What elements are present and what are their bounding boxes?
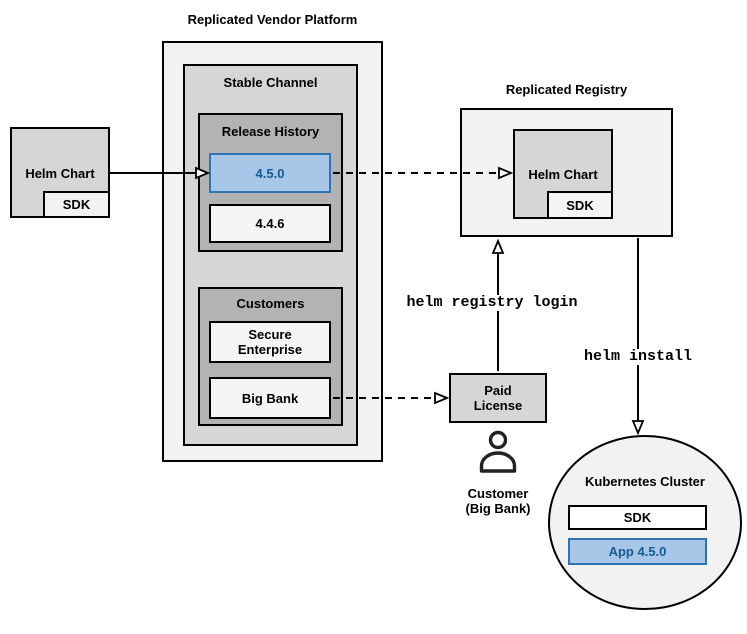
stable-channel-title: Stable Channel xyxy=(223,75,318,90)
cluster-sdk-label: SDK xyxy=(623,510,652,525)
vendor-sdk-label: SDK xyxy=(62,197,91,212)
paid-license-box: Paid License xyxy=(449,373,547,423)
cluster-app-box: App 4.5.0 xyxy=(568,538,707,565)
cluster-title: Kubernetes Cluster xyxy=(585,474,705,489)
customer-caption-line2: (Big Bank) xyxy=(465,501,531,516)
release-version: 4.4.6 xyxy=(255,216,285,231)
customers-title: Customers xyxy=(236,296,305,311)
cluster-sdk-box: SDK xyxy=(568,505,707,530)
vendor-sdk-box: SDK xyxy=(43,191,110,218)
cluster-app-label: App 4.5.0 xyxy=(608,544,667,559)
command-registry-login: helm registry login xyxy=(402,295,582,311)
release-history-title: Release History xyxy=(221,124,320,139)
command-helm-install: helm install xyxy=(577,349,699,365)
customer-icon xyxy=(479,430,517,473)
release-item-450: 4.5.0 xyxy=(209,153,331,193)
registry-sdk-label: SDK xyxy=(566,197,594,213)
registry-sdk-box: SDK xyxy=(547,191,613,219)
customer-item-secure-enterprise: Secure Enterprise xyxy=(209,321,331,363)
platform-title: Replicated Vendor Platform xyxy=(187,12,358,27)
arrow-registry-to-cluster xyxy=(631,238,645,436)
release-version: 4.5.0 xyxy=(255,165,285,181)
customer-item-label: Big Bank xyxy=(241,390,299,406)
customer-item-big-bank: Big Bank xyxy=(209,377,331,419)
registry-title: Replicated Registry xyxy=(505,82,628,97)
paid-license-label: Paid License xyxy=(473,383,523,413)
vendor-helm-chart-label: Helm Chart xyxy=(25,166,95,181)
registry-helm-chart-label: Helm Chart xyxy=(528,167,598,182)
customer-item-label: Secure Enterprise xyxy=(237,327,303,357)
customer-icon-head xyxy=(488,430,508,450)
customer-icon-body xyxy=(479,451,517,473)
release-item-446: 4.4.6 xyxy=(209,204,331,243)
customer-caption-line1: Customer xyxy=(467,486,529,501)
